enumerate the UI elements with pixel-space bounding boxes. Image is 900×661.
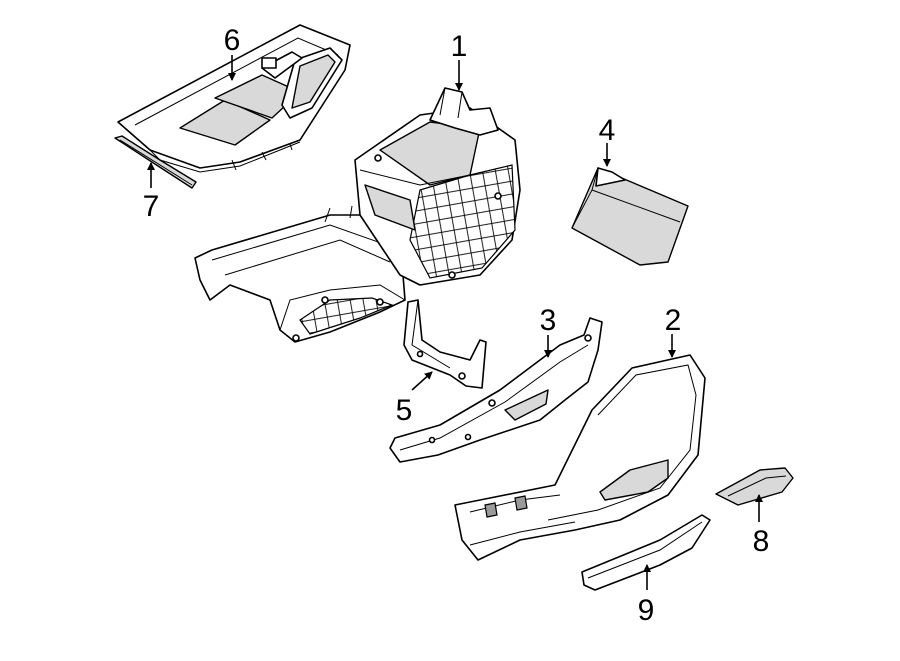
part-6-shifter-bezel (117, 24, 351, 173)
callout-5: 5 (396, 394, 413, 427)
callout-6: 6 (224, 24, 241, 57)
callout-7: 7 (143, 190, 160, 223)
leader-lines (147, 55, 763, 590)
part-5-bracket (403, 299, 487, 389)
callout-3: 3 (540, 304, 557, 337)
part-9-lower-strip (581, 514, 711, 591)
callout-9: 9 (638, 594, 655, 627)
part-7-trim-strip (114, 135, 197, 189)
callout-8: 8 (753, 525, 770, 558)
part-1-console-frame (194, 87, 521, 343)
callout-1: 1 (451, 30, 468, 63)
part-2-side-panel (454, 354, 706, 561)
part-4-bin-liner (571, 167, 689, 266)
callout-2: 2 (665, 304, 682, 337)
part-8-trim-cap (715, 467, 794, 506)
callout-4: 4 (599, 114, 616, 147)
